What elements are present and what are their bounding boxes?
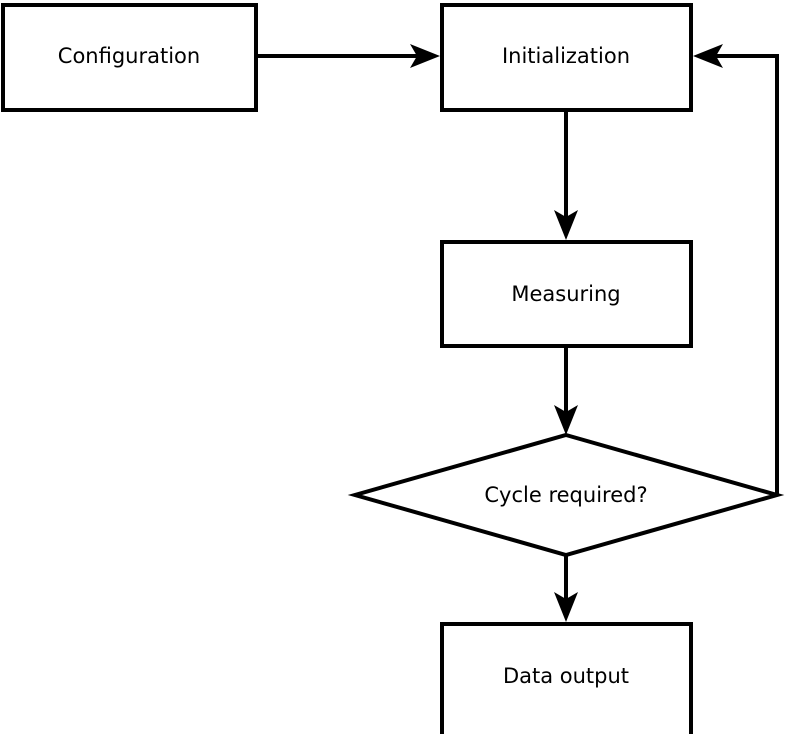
node-cycle-required-label: Cycle required? [484,483,647,507]
node-measuring[interactable]: Measuring [440,240,693,348]
node-initialization[interactable]: Initialization [440,3,693,112]
arrow-head-icon [554,592,578,622]
node-configuration-label: Configuration [58,44,200,68]
node-initialization-shape[interactable] [440,3,693,112]
arrow-head-icon [410,44,440,68]
arrow-head-icon [693,44,723,68]
node-configuration-shape[interactable] [1,3,258,112]
node-cycle-required-shape[interactable] [347,432,785,558]
edge-configuration-to-initialization [258,44,440,68]
edge-measuring-to-cycle-required [554,348,578,435]
edge-initialization-to-measuring [554,112,578,240]
node-data-output-shape[interactable] [440,622,693,734]
node-measuring-label: Measuring [511,282,620,306]
edge-line [715,54,779,495]
node-measuring-shape[interactable] [440,240,693,348]
edge-cycle-required-to-initialization-loop [693,44,779,495]
node-initialization-label: Initialization [502,44,630,68]
node-configuration[interactable]: Configuration [1,3,258,112]
edge-cycle-required-to-data-output [554,555,578,622]
node-data-output[interactable]: Data output [440,622,693,734]
node-data-output-label: Data output [503,664,629,688]
arrow-head-icon [554,210,578,240]
node-cycle-required[interactable]: Cycle required? [347,432,785,558]
arrow-head-icon [554,405,578,435]
